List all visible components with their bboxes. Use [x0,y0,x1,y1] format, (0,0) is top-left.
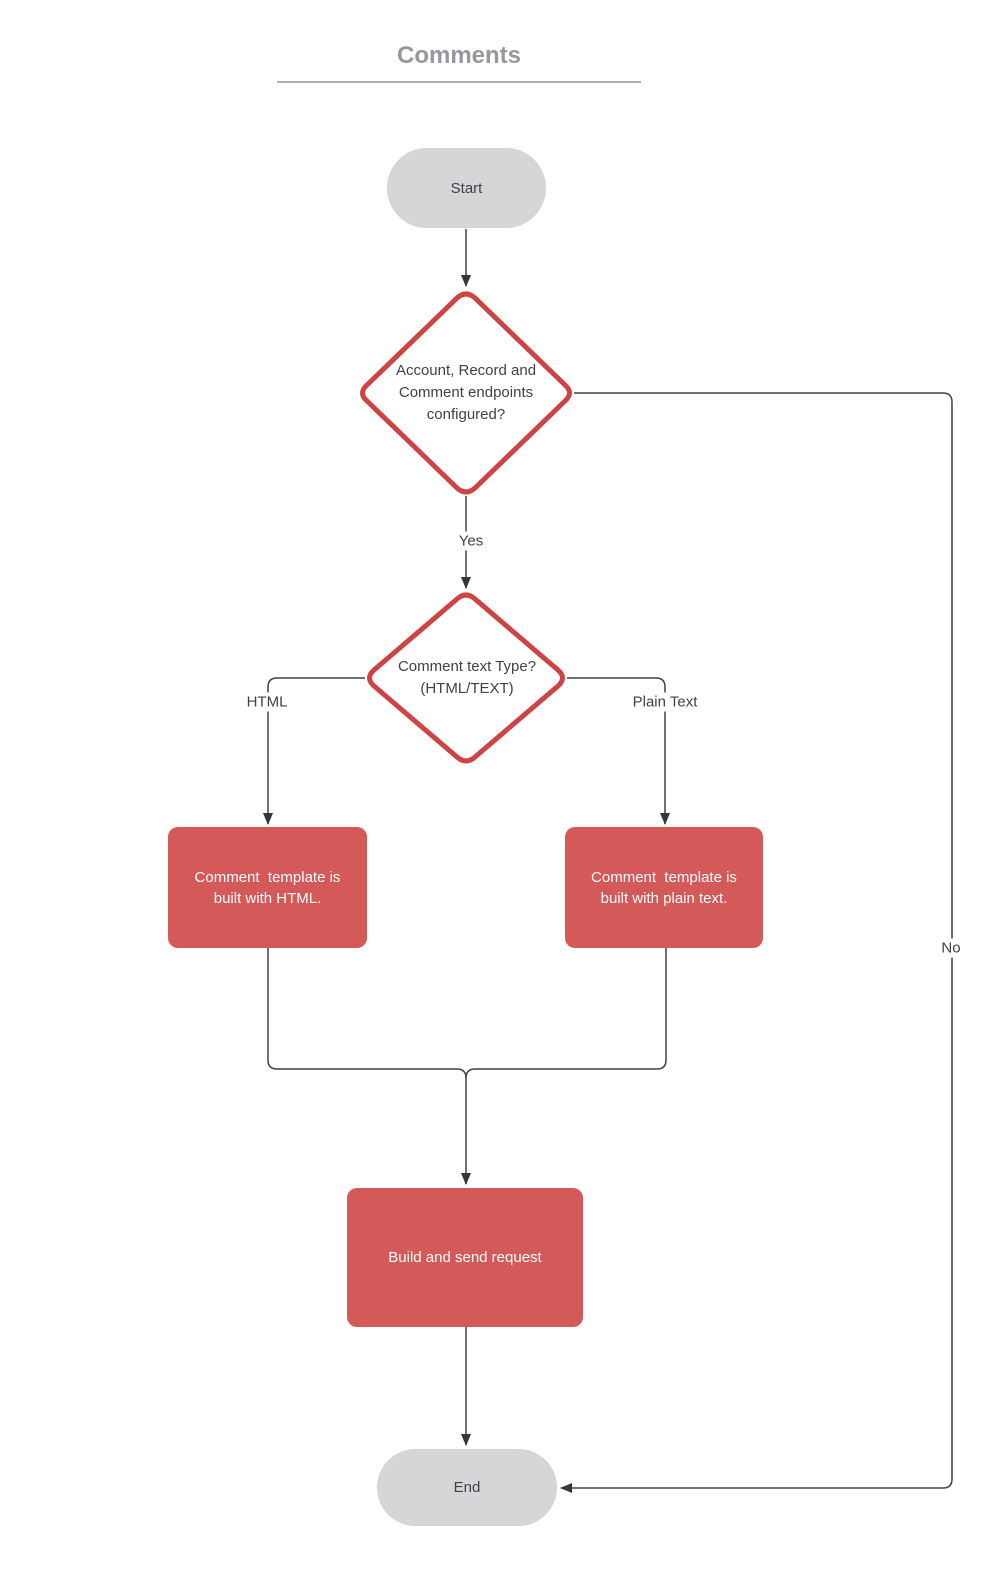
end-label: End [453,1479,481,1496]
edge-label-no: No [936,938,966,958]
edge-merge-right [465,948,667,1079]
start-node: Start [387,148,546,228]
page-title: Comments [396,42,522,69]
decision-text-type-shape [367,592,565,764]
edge-label-yes: Yes [453,531,489,551]
decision-endpoints-shape [360,291,572,495]
process-html-template: Comment template is built with HTML. [168,827,367,948]
edge-html-branch [263,677,365,825]
decision-text-type-label: Comment text Type? (HTML/TEXT) [397,658,537,697]
process-build-request-label: Build and send request [388,1249,542,1266]
process-html-template-label: Comment template is built with HTML. [194,868,345,907]
process-build-request: Build and send request [347,1188,583,1327]
edge-label-html: HTML [241,692,293,712]
title-underline [277,81,641,83]
title-block: Comments [277,42,641,83]
process-plain-template: Comment template is built with plain tex… [565,827,763,948]
start-label: Start [450,179,483,197]
end-node: End [377,1449,557,1526]
decision-endpoints-label: Account, Record and Comment endpoints co… [395,362,537,423]
edge-label-plain-text: Plain Text [627,692,703,712]
process-plain-template-label: Comment template is built with plain tex… [591,868,742,907]
edge-merge-left [267,948,471,1185]
edge-plain-branch [567,677,670,825]
